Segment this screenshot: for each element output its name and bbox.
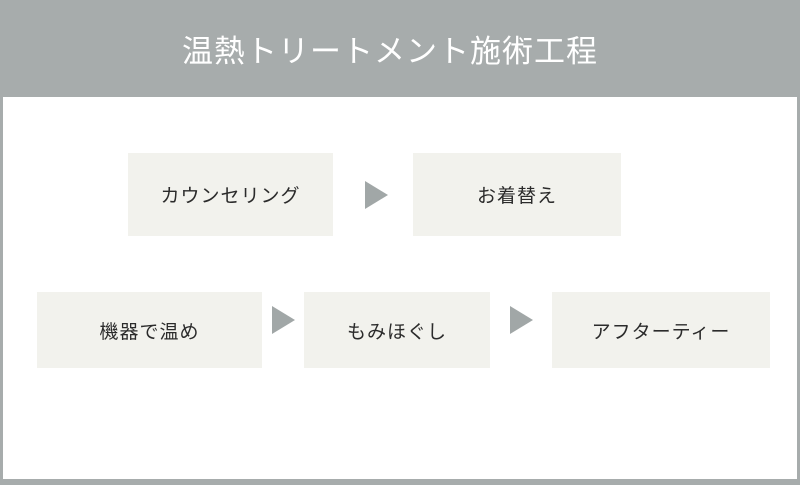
step-box-machine-warming: 機器で温め <box>37 292 262 368</box>
step-label: アフターティー <box>591 321 731 343</box>
step-label: カウンセリング <box>160 186 301 207</box>
header-band: 温熱トリートメント施術工程 <box>0 0 800 97</box>
step-label: もみほぐし <box>346 321 447 343</box>
step-label: お着替え <box>476 186 557 207</box>
step-box-changing: お着替え <box>413 153 621 236</box>
flow-arrow-right-icon <box>510 306 533 334</box>
content-panel: カウンセリング お着替え 機器で温め もみほぐし アフターティー <box>3 97 797 479</box>
step-box-massage: もみほぐし <box>304 292 490 368</box>
page-title: 温熱トリートメント施術工程 <box>182 34 598 69</box>
step-label: 機器で温め <box>99 321 200 343</box>
flow-arrow-right-icon <box>272 306 295 334</box>
step-box-counseling: カウンセリング <box>128 153 333 236</box>
flow-arrow-right-icon <box>365 181 388 209</box>
step-box-after-tea: アフターティー <box>552 292 770 368</box>
